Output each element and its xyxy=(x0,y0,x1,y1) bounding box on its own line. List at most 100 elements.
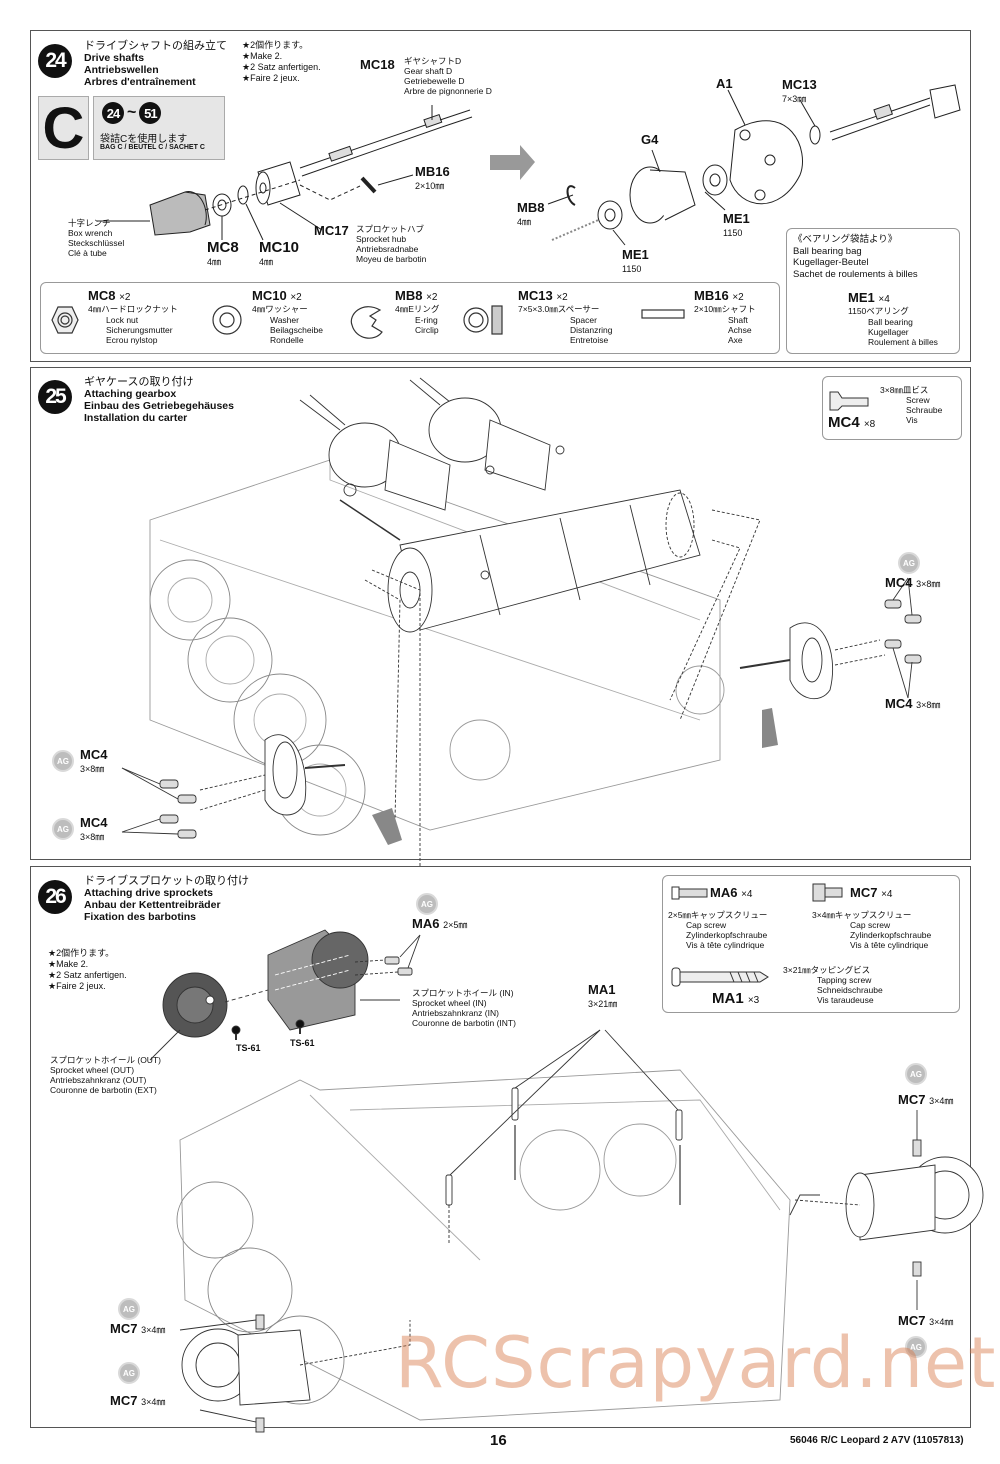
note-line: ★Make 2. xyxy=(242,51,283,61)
title-fr: Arbres d'entraînement xyxy=(84,76,196,88)
code: MC7 xyxy=(898,1092,926,1107)
step-24-number: 24 xyxy=(38,44,72,78)
part-en: Ball bearing xyxy=(868,317,913,327)
label-g4: G4 xyxy=(641,133,658,147)
part-code: MB16 xyxy=(694,288,729,303)
code: MC10 xyxy=(259,239,300,256)
desc-jp: スプロケットハブ xyxy=(356,224,425,234)
part-code: MC4 xyxy=(828,414,860,431)
part-fr: Vis à tête cylindrique xyxy=(686,940,765,950)
bag-c-range-box: 24 ~ 51 袋詰Cを使用します BAG C / BEUTEL C / SAC… xyxy=(93,96,225,160)
part-qty: ×4 xyxy=(878,294,890,305)
part-fr: Rondelle xyxy=(270,335,304,345)
code: ME1 xyxy=(723,211,750,226)
size: 3×8㎜ xyxy=(80,832,105,842)
part-qty: ×2 xyxy=(556,292,568,303)
title-fr: Fixation des barbotins xyxy=(84,911,197,923)
note-line: ★Faire 2 jeux. xyxy=(48,981,106,991)
size: 3×4㎜ xyxy=(141,1397,166,1407)
ag-grease-badge: AG xyxy=(416,893,438,915)
bag-text-jp: 袋詰Cを使用します xyxy=(100,134,188,145)
code: MB16 xyxy=(415,164,450,179)
label-box-wrench: 十字レンチ Box wrench Steckschlüssel Clé à tu… xyxy=(68,218,124,258)
note-line: ★Faire 2 jeux. xyxy=(242,73,300,83)
shaft-icon xyxy=(641,309,685,319)
part-code: MA1 xyxy=(712,990,744,1007)
desc-de: Getriebewelle D xyxy=(404,76,465,86)
label-mc7-left-top: MC7 3×4㎜ xyxy=(110,1322,165,1337)
title-jp: ドライブシャフトの組み立て xyxy=(84,40,227,52)
size: 1150 xyxy=(622,264,642,274)
title-jp: ギヤケースの取り付け xyxy=(84,376,194,388)
part-fr: Ecrou nylstop xyxy=(106,335,158,345)
ag-grease-badge: AG xyxy=(52,818,74,840)
desc-de: Antriebsradnabe xyxy=(356,244,419,254)
desc-fr: Clé à tube xyxy=(68,248,107,258)
label-sprocket-out: スプロケットホイール (OUT) Sprocket wheel (OUT) An… xyxy=(50,1055,161,1095)
desc-jp: 十字レンチ xyxy=(68,218,111,228)
size: 4㎜ xyxy=(517,217,532,227)
desc-jp: スプロケットホイール (OUT) xyxy=(50,1055,161,1065)
label-mc18: MC18 xyxy=(360,58,395,72)
lock-nut-icon xyxy=(51,306,79,334)
part-jp: 4㎜ワッシャー xyxy=(252,304,308,314)
label-ts61-a: TS-61 xyxy=(236,1043,261,1053)
size: 4㎜ xyxy=(259,257,274,267)
code: MC7 xyxy=(110,1321,138,1336)
part-en: Shaft xyxy=(728,315,748,325)
code: MC4 xyxy=(885,575,913,590)
label-sprocket-in: スプロケットホイール (IN) Sprocket wheel (IN) Antr… xyxy=(412,988,516,1028)
label-mc4-right-top: MC4 3×8㎜ xyxy=(885,576,940,591)
part-code: MC13 xyxy=(518,288,553,303)
code: MC4 xyxy=(80,747,108,762)
title-en: Attaching gearbox xyxy=(84,388,177,400)
watermark: RCScrapyard.net xyxy=(395,1322,997,1404)
bag-c-letter-box: C xyxy=(38,96,89,161)
part-jp: 2×10㎜シャフト xyxy=(694,304,756,314)
kit-reference: 56046 R/C Leopard 2 A7V (11057813) xyxy=(790,1435,964,1446)
size: 3×21㎜ xyxy=(588,999,618,1009)
step-26-number: 26 xyxy=(38,880,72,914)
code: A1 xyxy=(716,76,733,91)
title-fr: Installation du carter xyxy=(84,412,188,424)
size: 7×3㎜ xyxy=(782,94,807,104)
part-en: Lock nut xyxy=(106,315,139,325)
part-code: MC10 xyxy=(252,288,287,303)
part-fr: Axe xyxy=(728,335,743,345)
desc-jp: ギヤシャフトD xyxy=(404,56,462,66)
bearing-bag-box xyxy=(786,228,960,354)
desc-en: Sprocket wheel (OUT) xyxy=(50,1065,135,1075)
size: 2×5㎜ xyxy=(443,920,468,930)
label-a1: A1 xyxy=(716,77,733,91)
title-de: Anbau der Kettentreibräder xyxy=(84,899,221,911)
desc-de: Antriebszahnkranz (OUT) xyxy=(50,1075,147,1085)
step-26-title: ドライブスプロケットの取り付け Attaching drive sprocket… xyxy=(84,875,249,923)
code: MC8 xyxy=(207,239,239,256)
bag-letter: C xyxy=(42,96,85,161)
part-jp: 4㎜Eリング xyxy=(395,304,440,314)
part-qty: ×2 xyxy=(732,292,744,303)
ag-grease-badge: AG xyxy=(52,750,74,772)
step-25-parts-box xyxy=(822,376,962,440)
part-jp: 3×21㎜タッピングビス xyxy=(783,965,871,975)
part-fr: Roulement à billes xyxy=(868,337,938,347)
part-qty: ×4 xyxy=(741,889,753,900)
note-line: ★2個作ります。 xyxy=(48,948,115,958)
desc-fr: Arbre de pignonnerie D xyxy=(404,86,492,96)
countersunk-screw-icon xyxy=(829,391,869,411)
desc-jp: スプロケットホイール (IN) xyxy=(412,988,514,998)
part-mc7: MC7 ×4 xyxy=(850,885,892,900)
make-two-note: ★2個作ります。 ★Make 2. ★2 Satz anfertigen. ★F… xyxy=(242,40,321,84)
desc-en: Box wrench xyxy=(68,228,113,238)
part-fr: Vis à tête cylindrique xyxy=(850,940,929,950)
